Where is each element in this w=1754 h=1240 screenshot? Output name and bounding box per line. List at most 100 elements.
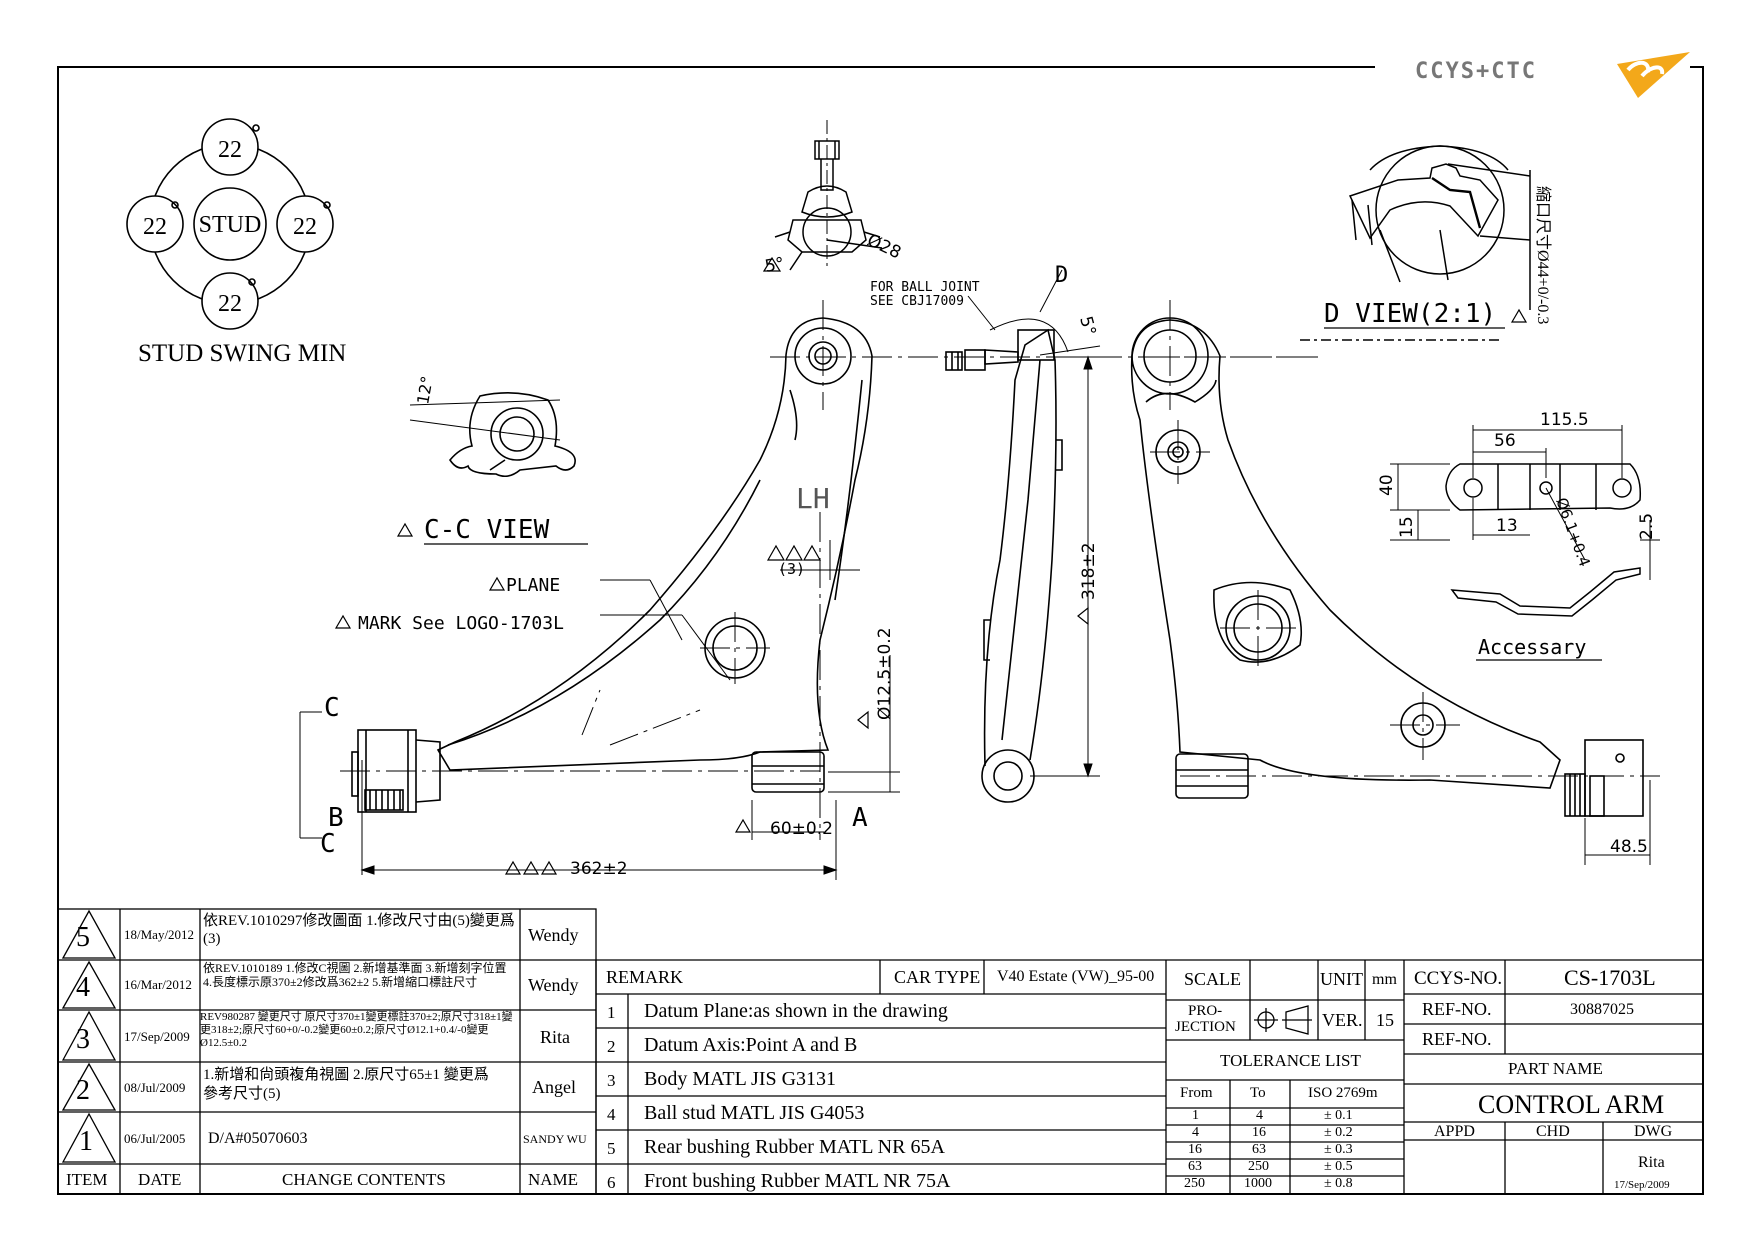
stud-swing-caption: STUD SWING MIN (138, 340, 346, 367)
tol-value-4: ± 0.5 (1324, 1159, 1353, 1174)
ver-value: 15 (1376, 1010, 1394, 1030)
point-b-label: B (328, 803, 344, 833)
tol-from-3: 16 (1188, 1142, 1202, 1157)
swing-center-label: STUD (199, 212, 262, 238)
section-c-top-label: C (324, 693, 340, 723)
lh-label: LH (796, 482, 830, 515)
dim-60: 60±0.2 (770, 819, 833, 839)
rev-header-contents: CHANGE CONTENTS (282, 1170, 446, 1189)
dim-40: 40 (1377, 474, 1397, 496)
tol-from-1: 1 (1192, 1108, 1199, 1123)
projection-symbol-icon (1254, 1005, 1312, 1035)
rev-name-1: SANDY WU (523, 1132, 587, 1146)
remark-no-2: 2 (607, 1037, 616, 1056)
rev-name-4: Wendy (528, 975, 579, 995)
tri-ref-markers-icon (766, 544, 822, 561)
dim-318-marker-icon (1077, 606, 1089, 626)
company-logo: CCYS+CTC (1415, 52, 1690, 98)
tol-header-from: From (1180, 1085, 1213, 1101)
projection-label-1: PRO- (1188, 1003, 1223, 1019)
sheet-frame (57, 66, 1704, 1195)
rev-item-3: 3 (76, 1024, 90, 1055)
section-c-bottom-label: C (320, 829, 336, 859)
plane-marker-icon (488, 576, 506, 591)
dim-362: 362±2 (570, 859, 628, 879)
remark-no-3: 3 (607, 1071, 616, 1090)
tol-value-1: ± 0.1 (1324, 1108, 1353, 1123)
remark-header: REMARK (606, 967, 684, 987)
rev-content-2: 1.新增和尙頭複角視圖 2.原尺寸65±1 變更爲參考尺寸(5) (203, 1067, 489, 1102)
dim-bushing-dia: Ø12.5±0.2 (875, 627, 895, 720)
rev-date-4: 16/Mar/2012 (124, 977, 192, 992)
accessary-dimlines (1390, 425, 1660, 580)
dim-318: 318±2 (1079, 542, 1099, 600)
remark-text-6: Front bushing Rubber MATL NR 75A (644, 1170, 951, 1192)
control-arm-left-view (351, 317, 873, 813)
stud-swing-diagram (126, 118, 334, 330)
remark-text-3: Body MATL JIS G3131 (644, 1068, 837, 1090)
tol-value-3: ± 0.3 (1324, 1142, 1353, 1157)
rev-item-2: 2 (76, 1075, 90, 1106)
rev-content-3: REV980287 變更尺寸 原尺寸370±1變更標註370±2;原尺寸318±… (200, 1011, 513, 1050)
rev-name-2: Angel (532, 1077, 576, 1097)
rev-name-5: Wendy (528, 925, 579, 945)
rev-content-4: 依REV.1010189 1.修改C視圖 2.新增基準面 3.新增刻字位置 4.… (203, 961, 507, 990)
car-type-value: V40 Estate (VW)_95-00 (997, 968, 1155, 985)
swing-bottom-value: 22 (218, 291, 242, 317)
control-arm-right-view (1130, 317, 1644, 817)
tol-from-2: 4 (1192, 1125, 1199, 1140)
left-view-dimlines (299, 540, 900, 880)
rev-date-1: 06/Jul/2005 (124, 1131, 186, 1146)
cc-view-marker-icon (396, 522, 414, 537)
ball-joint-note-2: SEE CBJ17009 (870, 294, 964, 309)
tol-header-to: To (1250, 1085, 1266, 1101)
chd-label: CHD (1536, 1123, 1570, 1140)
dim-side-angle: 5° (1075, 314, 1099, 338)
tri-ref-label: (3) (778, 560, 805, 578)
remark-no-5: 5 (607, 1139, 616, 1158)
accessary-label: Accessary (1478, 635, 1586, 659)
scale-label: SCALE (1184, 969, 1242, 989)
rev-header-item: ITEM (66, 1170, 108, 1189)
mark-marker-icon (334, 614, 352, 629)
dim-13: 13 (1496, 516, 1518, 536)
logo-text: CCYS+CTC (1415, 59, 1537, 84)
point-a-label: A (852, 803, 868, 833)
tol-from-4: 63 (1188, 1159, 1202, 1174)
rev-item-1: 1 (79, 1126, 93, 1157)
rev-header-name: NAME (528, 1170, 579, 1189)
cc-view (409, 392, 576, 478)
unit-label: UNIT (1320, 969, 1363, 989)
right-view-centerlines (1150, 300, 1660, 777)
projection-label-2: JECTION (1175, 1019, 1236, 1035)
d-view-detail (1300, 145, 1531, 341)
car-type-label: CAR TYPE (894, 967, 981, 987)
ccys-no-label: CCYS-NO. (1414, 968, 1503, 989)
tol-to-2: 16 (1252, 1125, 1266, 1140)
rev-item-4: 4 (76, 972, 90, 1003)
rev-name-3: Rita (540, 1027, 570, 1047)
revision-marker-icon (762, 256, 782, 272)
ver-label: VER. (1322, 1010, 1363, 1030)
d-view-note: 縮口尺寸Ø44+0/-0.3 (1534, 186, 1552, 324)
rev-header-date: DATE (138, 1170, 182, 1189)
part-name-value: CONTROL ARM (1478, 1090, 1665, 1119)
remark-text-1: Datum Plane:as shown in the drawing (644, 1000, 948, 1022)
tol-from-5: 250 (1184, 1176, 1205, 1191)
remark-text-5: Rear bushing Rubber MATL NR 65A (644, 1136, 945, 1158)
drawer-name: Rita (1638, 1154, 1665, 1171)
dwg-label: DWG (1634, 1123, 1673, 1140)
view-d-label: D (1055, 263, 1068, 288)
swing-right-value: 22 (293, 214, 317, 240)
rev-date-2: 08/Jul/2009 (124, 1080, 186, 1095)
ccys-no-value: CS-1703L (1564, 965, 1656, 990)
cc-view-title: C-C VIEW (424, 515, 550, 545)
dim-bushing-marker-icon (857, 710, 869, 730)
logo-mark-icon (1617, 52, 1690, 98)
draw-date: 17/Sep/2009 (1614, 1179, 1670, 1191)
dim-48-5: 48.5 (1610, 837, 1648, 857)
rev-content-1: D/A#05070603 (208, 1130, 308, 1147)
plane-label: PLANE (506, 575, 560, 596)
part-name-label: PART NAME (1508, 1059, 1603, 1078)
tol-value-2: ± 0.2 (1324, 1125, 1353, 1140)
